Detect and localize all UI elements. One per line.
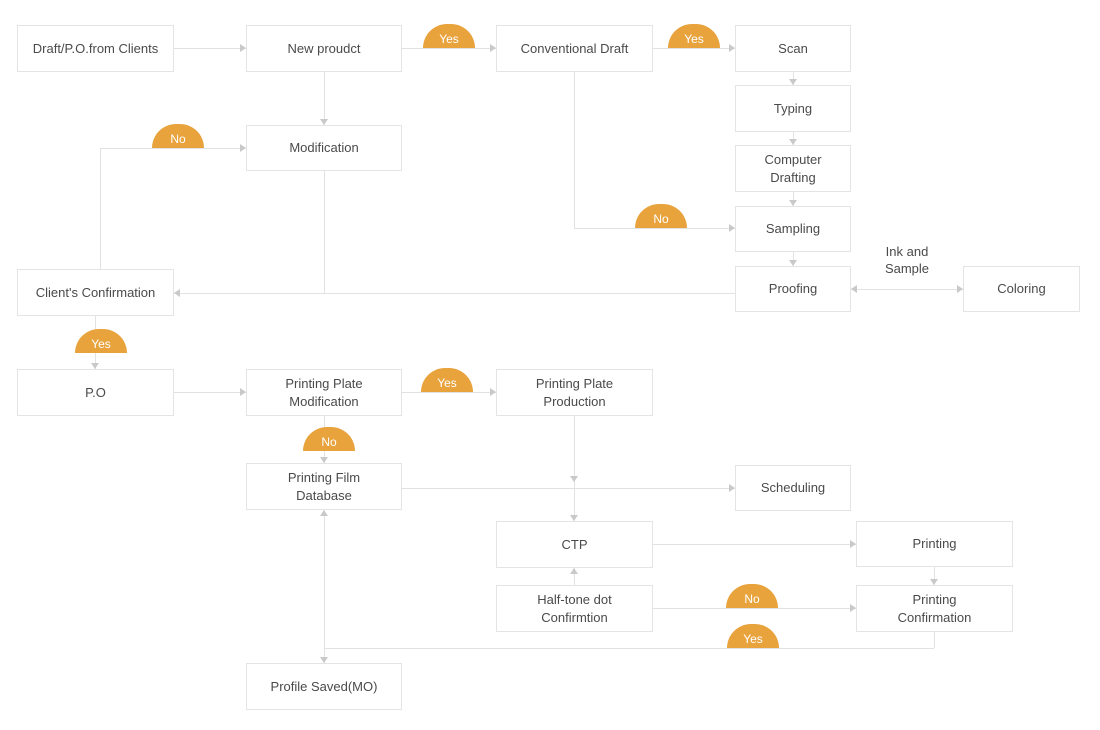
node-conventional-draft: Conventional Draft <box>496 25 653 72</box>
arrowhead-icon <box>570 515 578 521</box>
node-printing: Printing <box>856 521 1013 567</box>
connector-line <box>402 48 496 49</box>
yes-badge: Yes <box>423 24 475 48</box>
connector-line <box>653 544 856 545</box>
connector-line <box>324 72 325 125</box>
node-printing-film-database: Printing Film Database <box>246 463 402 510</box>
arrowhead-icon <box>789 260 797 266</box>
connector-line <box>793 132 794 145</box>
connector-line <box>174 392 246 393</box>
connector-line <box>574 228 735 229</box>
arrowhead-icon <box>850 540 856 548</box>
node-proofing: Proofing <box>735 266 851 312</box>
connector-line <box>402 392 496 393</box>
node-clients-confirmation: Client's Confirmation <box>17 269 174 316</box>
connector-line <box>100 148 101 269</box>
yes-badge: Yes <box>668 24 720 48</box>
connector-line <box>793 252 794 266</box>
connector-line <box>100 148 246 149</box>
connector-line <box>324 171 325 293</box>
arrowhead-icon <box>320 119 328 125</box>
node-profile-saved-mo: Profile Saved(MO) <box>246 663 402 710</box>
arrowhead-icon <box>240 44 246 52</box>
node-new-product: New proudct <box>246 25 402 72</box>
node-modification: Modification <box>246 125 402 171</box>
no-badge: No <box>635 204 687 228</box>
arrowhead-icon <box>320 657 328 663</box>
no-badge: No <box>303 427 355 451</box>
node-sampling: Sampling <box>735 206 851 252</box>
connector-line <box>934 567 935 585</box>
connector-line <box>324 648 934 649</box>
arrowhead-icon <box>851 285 857 293</box>
arrowhead-icon <box>789 200 797 206</box>
arrowhead-icon <box>729 224 735 232</box>
connector-line <box>653 608 856 609</box>
arrowhead-icon <box>729 44 735 52</box>
node-po: P.O <box>17 369 174 416</box>
connector-line <box>174 293 735 294</box>
arrowhead-icon <box>850 604 856 612</box>
arrowhead-icon <box>570 476 578 482</box>
arrowhead-icon <box>320 510 328 516</box>
arrowhead-icon <box>174 289 180 297</box>
connector-line <box>324 510 325 663</box>
connector-line <box>793 72 794 85</box>
arrowhead-icon <box>570 568 578 574</box>
arrowhead-icon <box>789 79 797 85</box>
arrowhead-icon <box>240 144 246 152</box>
connector-line <box>851 289 963 290</box>
node-coloring: Coloring <box>963 266 1080 312</box>
arrowhead-icon <box>240 388 246 396</box>
yes-badge: Yes <box>75 329 127 353</box>
yes-badge: Yes <box>727 624 779 648</box>
arrowhead-icon <box>957 285 963 293</box>
arrowhead-icon <box>91 363 99 369</box>
connector-line <box>174 48 246 49</box>
node-printing-plate-modification: Printing Plate Modification <box>246 369 402 416</box>
node-scan: Scan <box>735 25 851 72</box>
connector-line <box>574 72 575 228</box>
arrowhead-icon <box>729 484 735 492</box>
connector-line <box>793 192 794 206</box>
node-scheduling: Scheduling <box>735 465 851 511</box>
connector-line <box>934 632 935 648</box>
arrowhead-icon <box>789 139 797 145</box>
node-ctp: CTP <box>496 521 653 568</box>
node-printing-plate-production: Printing Plate Production <box>496 369 653 416</box>
ink-and-sample-label: Ink and Sample <box>884 244 930 276</box>
arrowhead-icon <box>320 457 328 463</box>
arrowhead-icon <box>490 44 496 52</box>
node-typing: Typing <box>735 85 851 132</box>
connector-line <box>574 568 575 585</box>
no-badge: No <box>726 584 778 608</box>
arrowhead-icon <box>490 388 496 396</box>
connector-line <box>653 48 735 49</box>
yes-badge: Yes <box>421 368 473 392</box>
connector-line <box>402 488 735 489</box>
node-computer-drafting: Computer Drafting <box>735 145 851 192</box>
no-badge: No <box>152 124 204 148</box>
node-draft-po-from-clients: Draft/P.O.from Clients <box>17 25 174 72</box>
node-half-tone-dot-confirmation: Half-tone dot Confirmtion <box>496 585 653 632</box>
node-printing-confirmation: Printing Confirmation <box>856 585 1013 632</box>
connector-line <box>574 416 575 521</box>
arrowhead-icon <box>930 579 938 585</box>
